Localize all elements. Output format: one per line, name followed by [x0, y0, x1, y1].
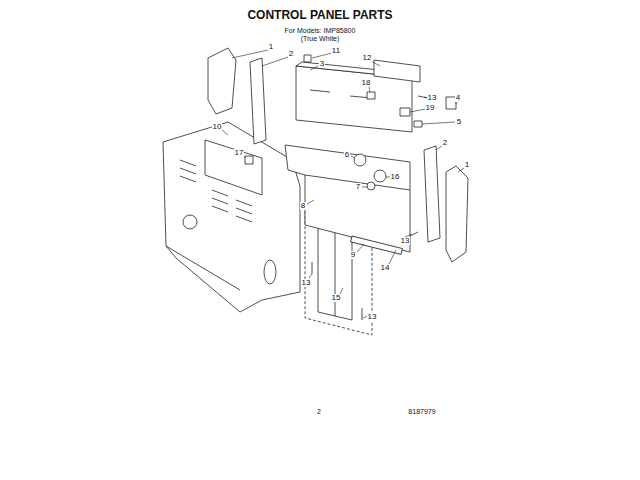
callout-number: 1	[464, 161, 470, 169]
callout-number: 8	[300, 202, 306, 210]
callout-number: 1	[268, 43, 274, 51]
callout-number: 13	[427, 94, 438, 102]
part-19	[400, 108, 410, 116]
callout-number: 18	[361, 79, 372, 87]
callout-number: 13	[301, 279, 312, 287]
document-number: 8187979	[407, 408, 436, 415]
callout-number: 16	[390, 173, 401, 181]
panel-hole	[183, 215, 197, 229]
clip-17	[245, 156, 253, 164]
callout-number: 2	[288, 50, 294, 58]
bracket-2	[250, 58, 266, 144]
callout-number: 17	[234, 149, 245, 157]
panel-window	[205, 140, 262, 195]
callout-number: 13	[367, 313, 378, 321]
knob-16	[374, 170, 386, 182]
lower-panel-8	[285, 145, 410, 252]
diagram-title: CONTROL PANEL PARTS	[246, 9, 393, 21]
panel-fold	[166, 246, 240, 290]
callout-number: 14	[380, 264, 391, 272]
model-note: For Models: IMP85800	[284, 27, 357, 34]
shield-fold	[335, 229, 336, 316]
leader-lines	[221, 50, 464, 318]
callout-number: 9	[350, 251, 356, 259]
vent-louvers	[180, 160, 252, 222]
callout-number: 3	[319, 60, 325, 68]
callout-number: 7	[355, 183, 361, 191]
screws-13	[312, 96, 428, 320]
callout-number: 19	[425, 104, 436, 112]
callout-number: 6	[344, 151, 350, 159]
callout-number: 10	[212, 123, 223, 131]
callout-number: 15	[331, 294, 342, 302]
callout-number: 12	[362, 54, 373, 62]
callout-number: 5	[456, 118, 462, 126]
end-cap-1	[446, 166, 468, 262]
switch-18	[367, 92, 375, 99]
callout-number: 2	[442, 139, 448, 147]
panel-slot	[310, 90, 330, 92]
bracket-2	[424, 146, 440, 242]
shield-15	[318, 225, 352, 320]
side-panel-10	[163, 122, 300, 312]
callout-number: 4	[455, 94, 461, 102]
page-number: 2	[316, 408, 322, 415]
overlay-12	[374, 60, 420, 82]
panel-slot	[264, 260, 276, 284]
part-5	[414, 121, 422, 127]
callout-number: 13	[400, 237, 411, 245]
knob-6	[354, 154, 366, 166]
end-cap-1	[208, 48, 236, 114]
clip-11	[304, 55, 311, 62]
callout-number: 11	[331, 47, 341, 55]
spring-7	[367, 182, 375, 190]
strip-9	[351, 236, 403, 254]
color-note: (True White)	[300, 35, 341, 42]
